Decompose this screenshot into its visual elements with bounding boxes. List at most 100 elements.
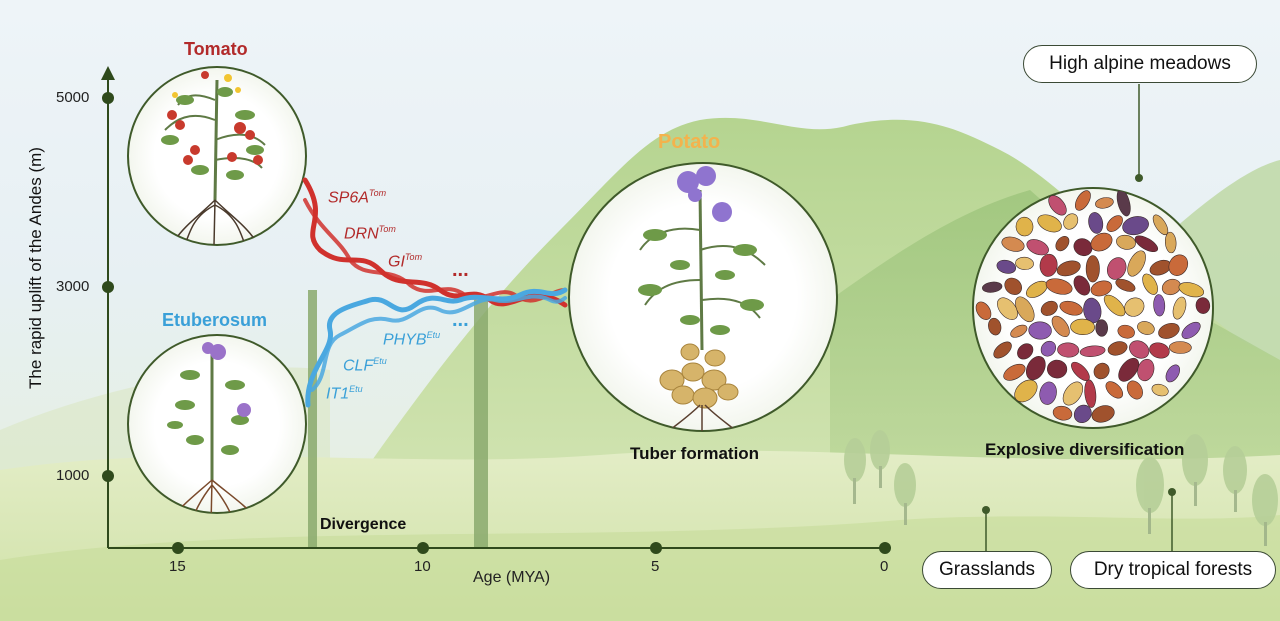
potato-diversity-illustration <box>972 187 1214 429</box>
tuber-variety <box>1168 341 1192 354</box>
tuber-variety <box>1158 322 1180 339</box>
tuber-variety <box>1106 215 1123 232</box>
tuber-variety <box>1051 315 1070 337</box>
tuber-variety <box>1088 212 1104 234</box>
tuber-variety <box>975 301 992 320</box>
tuber-variety <box>1181 321 1201 339</box>
tuber-variety <box>1118 357 1140 382</box>
tuber-variety <box>1124 297 1145 317</box>
gene-drn: DRNTom <box>344 224 396 243</box>
tuber-variety <box>1084 379 1097 408</box>
tuber-variety <box>1045 278 1073 295</box>
habitat-grasslands: Grasslands <box>922 551 1052 589</box>
tuber-variety <box>1172 296 1187 320</box>
tuber-variety <box>1083 297 1102 324</box>
tuber-variety <box>1015 256 1034 270</box>
x-axis-label: Age (MYA) <box>473 569 551 586</box>
tuber-variety <box>1117 324 1135 339</box>
tomato-label: Tomato <box>184 39 248 59</box>
tuber-variety <box>988 317 1002 336</box>
x-dot-10 <box>417 542 429 554</box>
tuber-variety <box>1105 381 1124 399</box>
gene-it1: IT1Etu <box>326 384 363 403</box>
tuber-variety <box>1153 294 1166 317</box>
tuber-variety <box>1195 297 1211 314</box>
tuber-variety <box>1039 253 1058 277</box>
divergence-caption: Divergence <box>320 516 407 533</box>
gene-gi: GITom <box>388 252 423 271</box>
tuber-variety <box>1142 273 1158 295</box>
y-dot-5000 <box>102 92 114 104</box>
tuber-variety <box>1090 280 1113 297</box>
tuber-variety <box>1017 343 1034 360</box>
tuber-variety <box>1073 404 1092 424</box>
tuber-variety <box>1047 359 1068 379</box>
tuber-variety <box>1095 197 1114 209</box>
tuber-variety <box>1137 358 1155 382</box>
explosive-diversification-caption: Explosive diversification <box>985 440 1185 459</box>
tuber-variety <box>1015 216 1034 237</box>
x-dot-5 <box>650 542 662 554</box>
forests-pointer-dot <box>1168 488 1176 496</box>
tuber-variety <box>1010 324 1028 338</box>
tuber-variety <box>1056 260 1081 277</box>
tuber-variety <box>1137 321 1155 335</box>
tuber-variety <box>1103 294 1126 317</box>
etuberosum-genes-ellipsis: ... <box>452 309 469 331</box>
tuber-variety <box>1052 405 1073 421</box>
tuber-variety <box>1168 254 1189 276</box>
y-tick-5000: 5000 <box>56 89 90 106</box>
tuber-variety <box>1134 235 1159 253</box>
tuber-variety <box>1014 379 1038 403</box>
tuber-variety <box>997 297 1018 320</box>
tuber-variety <box>1149 342 1170 359</box>
tuber-variety <box>1151 383 1169 397</box>
potato-plant-illustration <box>568 162 838 432</box>
tuber-variety <box>1025 356 1046 381</box>
x-tick-10: 10 <box>414 558 431 575</box>
tuber-variety <box>1116 234 1136 250</box>
tuber-variety <box>1178 282 1205 298</box>
tuber-variety <box>1095 319 1109 337</box>
x-tick-0: 0 <box>880 558 889 575</box>
tuber-origin-bar <box>474 300 488 548</box>
tomato-genes-ellipsis: ... <box>452 259 469 281</box>
tuber-variety <box>1040 340 1057 357</box>
x-tick-5: 5 <box>651 558 660 575</box>
tree-group <box>844 430 1278 546</box>
tuber-variety <box>1152 214 1169 236</box>
tuber-variety <box>1063 213 1079 230</box>
tuber-variety <box>1122 216 1149 236</box>
tuber-variety <box>1037 214 1062 233</box>
gene-clf: CLFEtu <box>343 356 387 375</box>
tuber-variety <box>996 259 1017 274</box>
tuber-variety <box>1001 236 1025 252</box>
tuber-variety <box>1057 342 1080 358</box>
etuberosum-strand-a <box>305 287 568 408</box>
y-axis-label: The rapid uplift of the Andes (m) <box>26 147 45 389</box>
etuberosum-plant-illustration <box>127 334 307 514</box>
tuber-variety <box>1026 239 1049 256</box>
tuber-variety <box>1085 255 1100 283</box>
tuber-variety <box>1161 278 1181 296</box>
alpine-pointer-dot <box>1135 174 1143 182</box>
tuber-variety <box>1073 275 1091 296</box>
tuber-variety <box>982 281 1003 293</box>
tuber-variety <box>993 341 1012 359</box>
tuber-variety <box>1059 300 1083 316</box>
x-axis-dots <box>172 542 891 554</box>
divergence-bar <box>308 290 317 548</box>
grasslands-pointer-dot <box>982 506 990 514</box>
y-axis-arrow <box>101 66 115 80</box>
tuber-variety <box>1127 250 1146 277</box>
tuber-variety <box>1129 340 1150 359</box>
habitat-dry-tropical-forests: Dry tropical forests <box>1070 551 1276 589</box>
x-tick-15: 15 <box>169 558 186 575</box>
y-tick-3000: 3000 <box>56 278 90 295</box>
tuber-variety <box>1093 362 1110 380</box>
tuber-variety <box>1028 321 1052 340</box>
x-dot-0 <box>879 542 891 554</box>
y-axis-dots <box>102 92 114 482</box>
